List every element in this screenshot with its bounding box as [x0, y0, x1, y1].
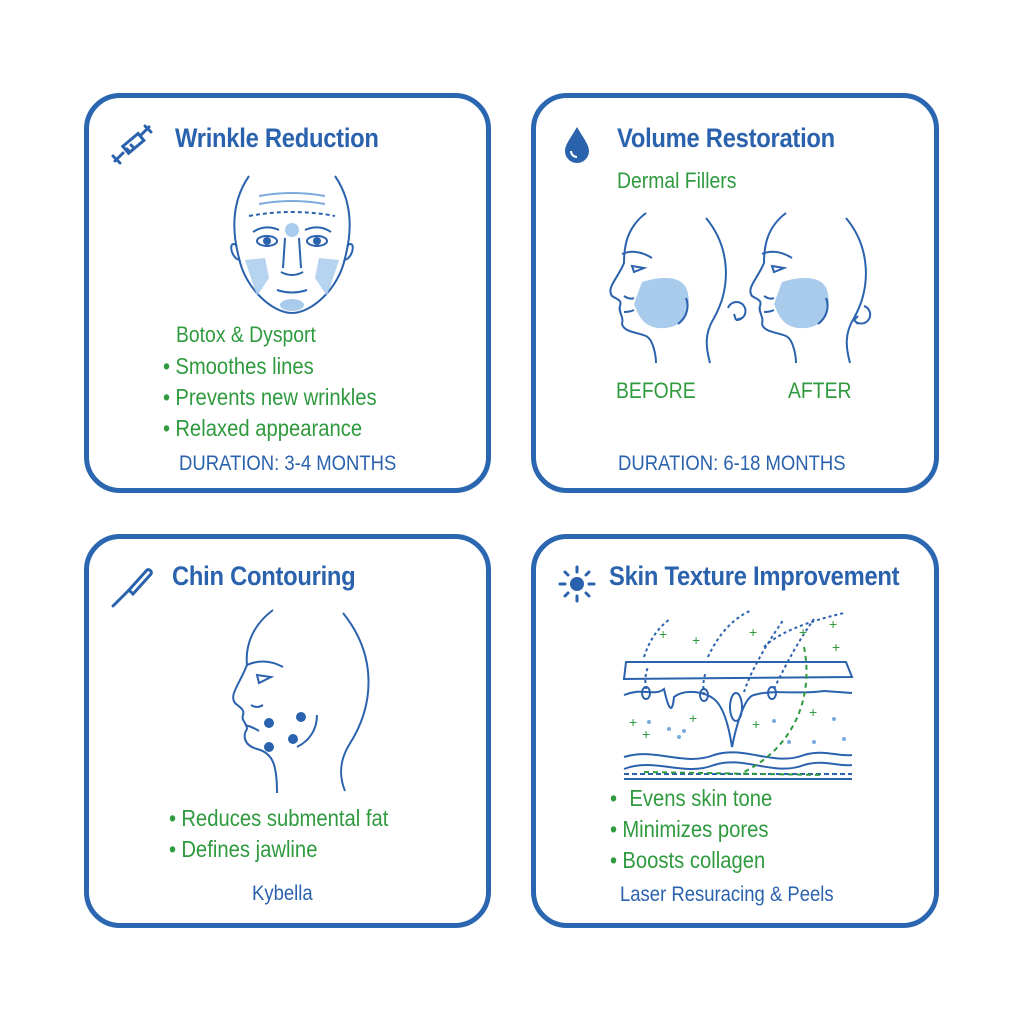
benefit-item: •Defines jawline [169, 836, 318, 862]
card-title: Chin Contouring [172, 561, 356, 591]
benefit-item: •Evens skin tone [610, 785, 773, 811]
benefits-list: •Evens skin tone •Minimizes pores •Boost… [610, 783, 794, 876]
card-title: Volume Restoration [617, 123, 835, 153]
benefit-item: •Minimizes pores [610, 816, 769, 842]
card-chin-contouring: Chin Contouring •Reduces submental fat •… [84, 534, 491, 928]
card-volume-restoration: Volume Restoration Dermal Fillers BEFORE [531, 93, 939, 493]
card-title: Wrinkle Reduction [175, 123, 379, 153]
droplet-icon [565, 127, 589, 163]
sun-icon [558, 565, 596, 603]
benefit-item: •Smoothes lines [163, 353, 314, 379]
svg-text:+: + [629, 714, 637, 730]
treatment-name: Botox & Dysport [176, 322, 316, 347]
duration-label: DURATION: 6-18 MONTHS [618, 452, 846, 475]
svg-text:+: + [642, 726, 650, 742]
svg-text:+: + [829, 616, 837, 632]
benefit-item: •Relaxed appearance [163, 415, 363, 441]
card-skin-texture-improvement: Skin Texture Improvement + + + + + + + + + + + [531, 534, 939, 928]
front-face-illustration [230, 175, 354, 315]
before-profile-illustration [609, 212, 727, 364]
card-wrinkle-reduction: Wrinkle Reduction Botox & Dysport •Smoot… [84, 93, 491, 493]
benefit-item: •Boosts collagen [610, 847, 766, 873]
side-profile-illustration [232, 609, 370, 794]
svg-text:+: + [749, 624, 757, 640]
after-profile-illustration [727, 212, 872, 364]
benefits-list: •Smoothes lines •Prevents new wrinkles •… [163, 351, 406, 444]
before-label: BEFORE [616, 378, 696, 403]
svg-text:+: + [752, 716, 760, 732]
syringe-icon [111, 124, 153, 165]
svg-text:+: + [659, 626, 667, 642]
treatment-name: Kybella [252, 882, 313, 905]
svg-text:+: + [832, 639, 840, 655]
after-label: AFTER [788, 378, 852, 403]
duration-label: DURATION: 3-4 MONTHS [179, 452, 397, 475]
card-title: Skin Texture Improvement [609, 561, 900, 591]
benefits-list: •Reduces submental fat •Defines jawline [169, 803, 418, 865]
treatment-name: Laser Resuracing & Peels [620, 883, 834, 906]
injector-pen-icon [111, 568, 153, 608]
benefit-item: •Reduces submental fat [169, 805, 389, 831]
treatment-name: Dermal Fillers [617, 168, 737, 193]
svg-text:+: + [689, 710, 697, 726]
svg-text:+: + [809, 704, 817, 720]
svg-text:+: + [799, 624, 807, 640]
benefit-item: •Prevents new wrinkles [163, 384, 377, 410]
svg-text:+: + [692, 632, 700, 648]
skin-layers-illustration: + + + + + + + + + + + [622, 609, 854, 780]
